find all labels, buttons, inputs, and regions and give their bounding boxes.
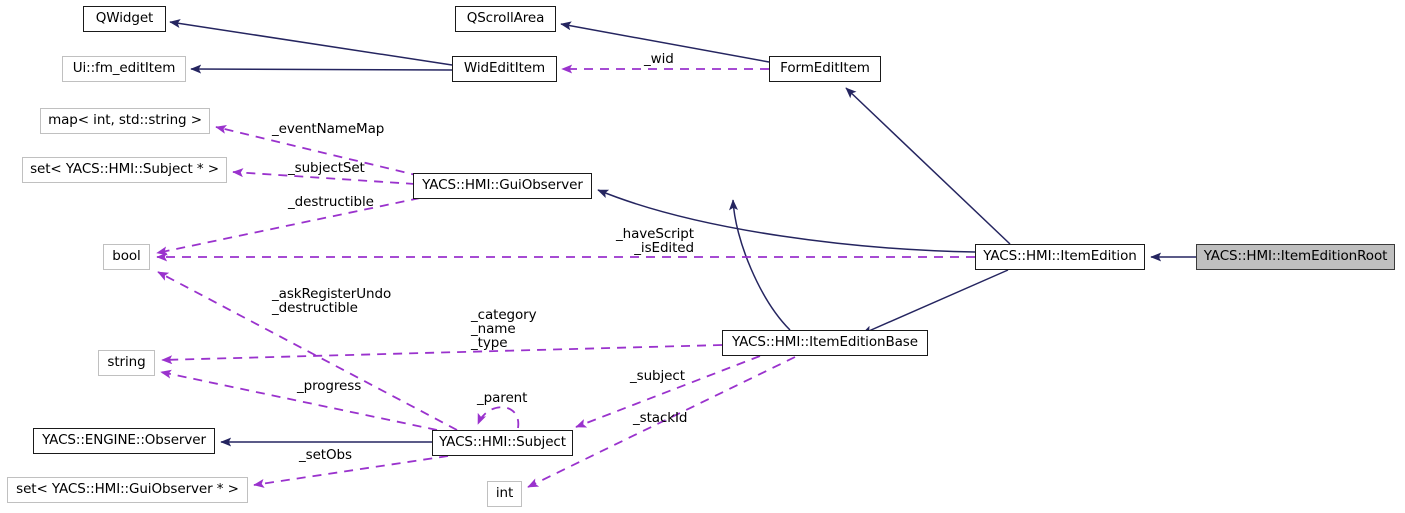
- edge-label-setobs: _setObs: [299, 447, 352, 463]
- node-qscrollarea[interactable]: QScrollArea: [455, 6, 556, 32]
- node-qwidget[interactable]: QWidget: [83, 6, 166, 32]
- edge-label-subject: _subject: [630, 368, 685, 384]
- node-ui-fm-edititem[interactable]: Ui::fm_editItem: [62, 56, 186, 82]
- node-subject[interactable]: YACS::HMI::Subject: [432, 430, 573, 456]
- node-int[interactable]: int: [487, 481, 522, 507]
- node-itemeditionroot[interactable]: YACS::HMI::ItemEditionRoot: [1196, 244, 1395, 270]
- edge-label-wid: _wid: [644, 51, 674, 67]
- node-itemedition[interactable]: YACS::HMI::ItemEdition: [975, 244, 1145, 270]
- edge-label-parent: _parent: [477, 390, 528, 406]
- edge-label-destructible: _destructible: [288, 194, 374, 210]
- edge-label-stackid: _stackId: [633, 410, 688, 426]
- node-wideditem[interactable]: WidEditItem: [452, 56, 557, 82]
- node-formeditem[interactable]: FormEditItem: [769, 56, 881, 82]
- edge-label-progress: _progress: [297, 378, 362, 394]
- node-set-subject-ptr[interactable]: set< YACS::HMI::Subject * >: [22, 157, 227, 183]
- edge-label-havescript-isedited: _haveScript _isEdited: [616, 226, 694, 256]
- edge-label-askregisterundo-destructible: _askRegisterUndo _destructible: [272, 286, 392, 316]
- node-bool[interactable]: bool: [103, 244, 150, 270]
- edge-label-subjectset: _subjectSet: [288, 160, 365, 176]
- edge-label-eventnamemap: _eventNameMap: [272, 121, 385, 137]
- node-guiobserver[interactable]: YACS::HMI::GuiObserver: [413, 173, 592, 199]
- node-string[interactable]: string: [98, 350, 155, 376]
- node-itemeditionbase[interactable]: YACS::HMI::ItemEditionBase: [722, 330, 928, 356]
- node-set-guiobserver-ptr[interactable]: set< YACS::HMI::GuiObserver * >: [7, 477, 248, 503]
- edge-label-category-name-type: _category _name _type: [471, 307, 537, 351]
- node-engine-observer[interactable]: YACS::ENGINE::Observer: [33, 428, 215, 454]
- node-map-int-string[interactable]: map< int, std::string >: [40, 108, 210, 134]
